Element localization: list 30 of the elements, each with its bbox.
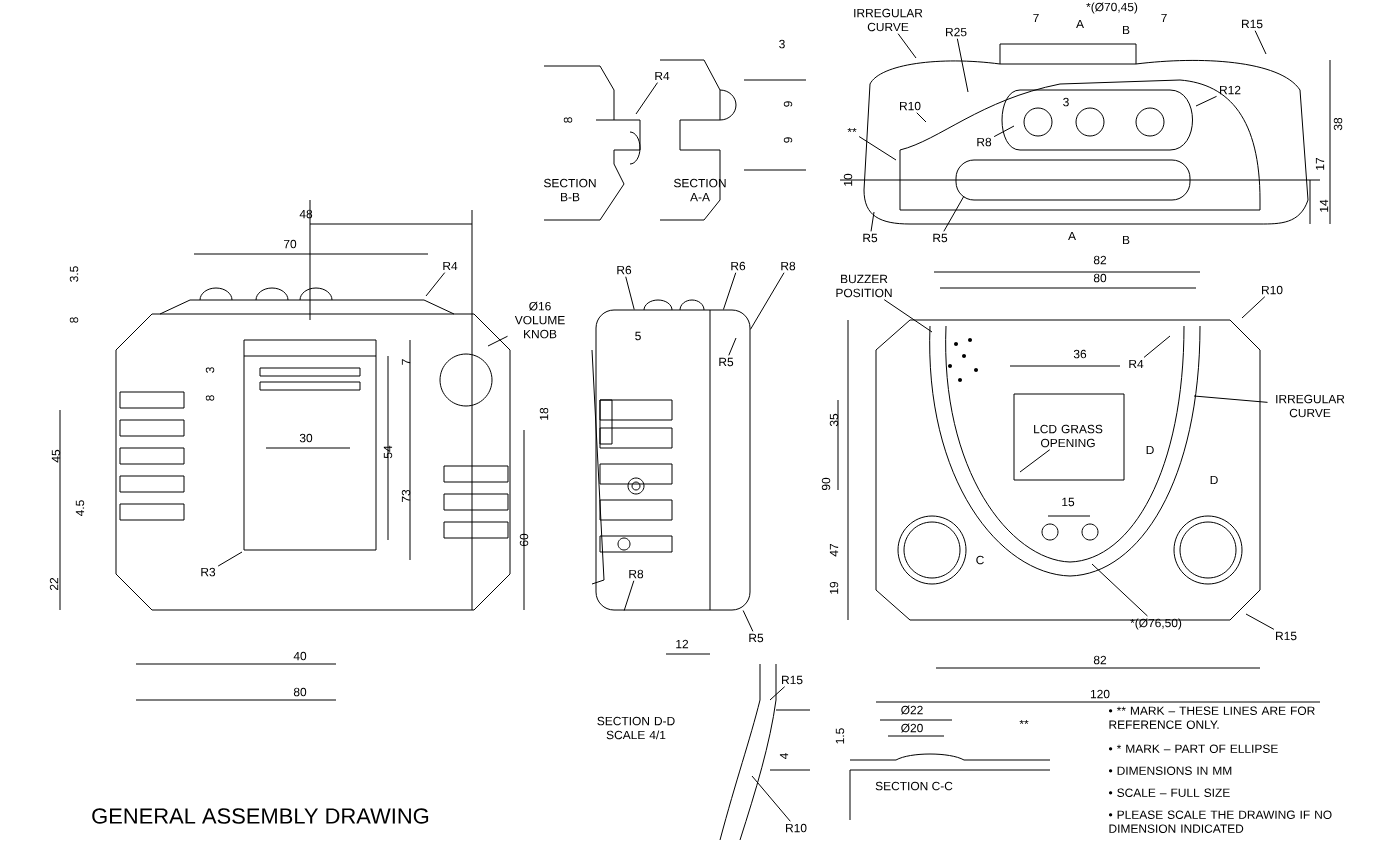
leader-line [769,686,786,701]
leader-line [1091,563,1148,617]
leader-line [217,551,243,567]
leader-line [425,272,446,297]
leader-line [623,580,635,611]
leader-line [993,125,1015,138]
leader-line [897,33,917,59]
leader-line [1143,335,1171,358]
leader-line [1254,30,1267,55]
leader-line [883,299,933,333]
drawing-title: GENERAL ASSEMBLY DRAWING [92,808,429,824]
leader-line [742,610,754,632]
leader-line [1019,449,1051,473]
leader-line [916,112,927,123]
leader-line [487,335,508,347]
leader-line [728,337,737,356]
leader-line [1195,95,1218,107]
leader-line [635,82,658,115]
leader-line [1193,395,1268,403]
leader-line [870,211,875,232]
leader-line [943,195,965,232]
housing-outline [595,309,751,611]
leader-line [858,136,897,161]
leader-line [956,38,969,93]
leader-line [722,272,737,310]
leader-line [751,775,791,822]
leader-line [1245,613,1275,630]
leader-line [1241,296,1266,319]
leader-line [625,276,635,310]
leader-line [750,272,785,330]
